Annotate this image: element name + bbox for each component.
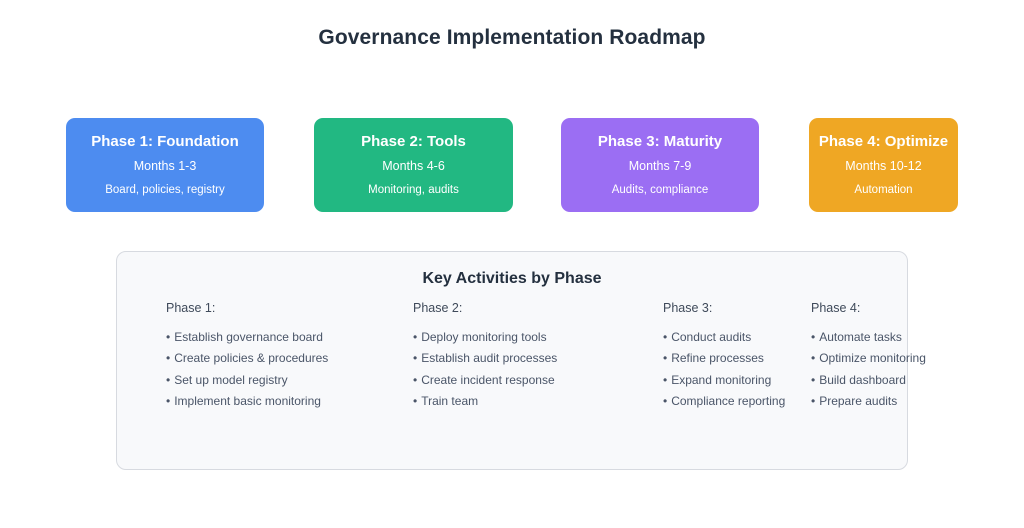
activity-label: Build dashboard	[819, 372, 906, 387]
bullet-icon: •	[166, 351, 171, 365]
bullet-icon: •	[413, 394, 418, 408]
activity-list-item: •Conduct audits	[663, 331, 785, 343]
bullet-icon: •	[811, 351, 816, 365]
bullet-icon: •	[413, 329, 418, 344]
activity-list-item: •Deploy monitoring tools	[413, 331, 557, 343]
activity-list-item: •Expand monitoring	[663, 374, 785, 386]
activity-column-heading: Phase 3:	[663, 301, 713, 315]
activity-list-item: •Set up model registry	[166, 374, 328, 386]
activity-list-item: •Create incident response	[413, 374, 557, 386]
bullet-icon: •	[166, 329, 171, 344]
activity-label: Refine processes	[671, 351, 764, 365]
phase-title: Phase 1: Foundation	[91, 133, 239, 150]
activity-label: Prepare audits	[819, 394, 898, 408]
phase-description: Monitoring, audits	[368, 183, 459, 196]
bullet-icon: •	[663, 372, 668, 387]
activity-list-item: •Implement basic monitoring	[166, 395, 328, 407]
activity-label: Establish audit processes	[421, 351, 558, 365]
activity-label: Compliance reporting	[671, 394, 786, 408]
activity-label: Implement basic monitoring	[174, 394, 321, 408]
activity-column-4: Phase 4:•Automate tasks•Optimize monitor…	[811, 302, 926, 417]
phase-description: Board, policies, registry	[105, 183, 225, 196]
bullet-icon: •	[663, 351, 668, 365]
activity-list-item: •Prepare audits	[811, 395, 926, 407]
activity-list-item: •Establish audit processes	[413, 352, 557, 364]
activity-label: Optimize monitoring	[819, 351, 926, 365]
activity-column-heading: Phase 4:	[811, 301, 861, 315]
activity-label: Establish governance board	[174, 329, 323, 344]
bullet-icon: •	[811, 372, 816, 387]
bullet-icon: •	[413, 372, 418, 387]
bullet-icon: •	[166, 394, 171, 408]
activity-list-item: •Compliance reporting	[663, 395, 785, 407]
activity-column-heading: Phase 1:	[166, 301, 216, 315]
activity-list-item: •Establish governance board	[166, 331, 328, 343]
activity-label: Set up model registry	[174, 372, 288, 387]
activity-list-item: •Automate tasks	[811, 331, 926, 343]
activity-label: Create incident response	[421, 372, 555, 387]
key-activities-panel: Key Activities by Phase Phase 1:•Establi…	[116, 251, 926, 470]
bullet-icon: •	[413, 351, 418, 365]
activity-list-item: •Optimize monitoring	[811, 352, 926, 364]
bullet-icon: •	[166, 372, 171, 387]
phase-title: Phase 3: Maturity	[597, 133, 723, 150]
activity-column-2: Phase 2:•Deploy monitoring tools•Establi…	[413, 302, 557, 417]
activity-label: Conduct audits	[671, 329, 752, 344]
bullet-icon: •	[811, 329, 816, 344]
activity-list-item: •Create policies & procedures	[166, 352, 328, 364]
activities-heading: Key Activities by Phase	[422, 270, 602, 287]
activity-label: Expand monitoring	[671, 372, 772, 387]
activity-list-item: •Build dashboard	[811, 374, 926, 386]
phase-description: Automation	[854, 183, 913, 196]
activity-list-item: •Refine processes	[663, 352, 785, 364]
page-title: Governance Implementation Roadmap	[318, 26, 706, 49]
activity-label: Train team	[421, 394, 479, 408]
activity-label: Automate tasks	[819, 329, 902, 344]
phase-months: Months 7-9	[628, 159, 692, 173]
phase-title: Phase 2: Tools	[361, 133, 466, 150]
activity-label: Deploy monitoring tools	[421, 329, 547, 344]
bullet-icon: •	[663, 329, 668, 344]
bullet-icon: •	[811, 394, 816, 408]
activity-list-item: •Train team	[413, 395, 557, 407]
activity-column-1: Phase 1:•Establish governance board•Crea…	[166, 302, 328, 417]
activity-column-3: Phase 3:•Conduct audits•Refine processes…	[663, 302, 785, 417]
activity-label: Create policies & procedures	[174, 351, 329, 365]
bullet-icon: •	[663, 394, 668, 408]
phase-description: Audits, compliance	[611, 183, 709, 196]
activities-columns: Phase 1:•Establish governance board•Crea…	[117, 302, 926, 452]
activity-column-heading: Phase 2:	[413, 301, 463, 315]
phase-months: Months 1-3	[133, 159, 197, 173]
phase-months: Months 10-12	[845, 159, 922, 173]
phase-months: Months 4-6	[382, 159, 445, 173]
phase-title: Phase 4: Optimize	[818, 133, 949, 150]
